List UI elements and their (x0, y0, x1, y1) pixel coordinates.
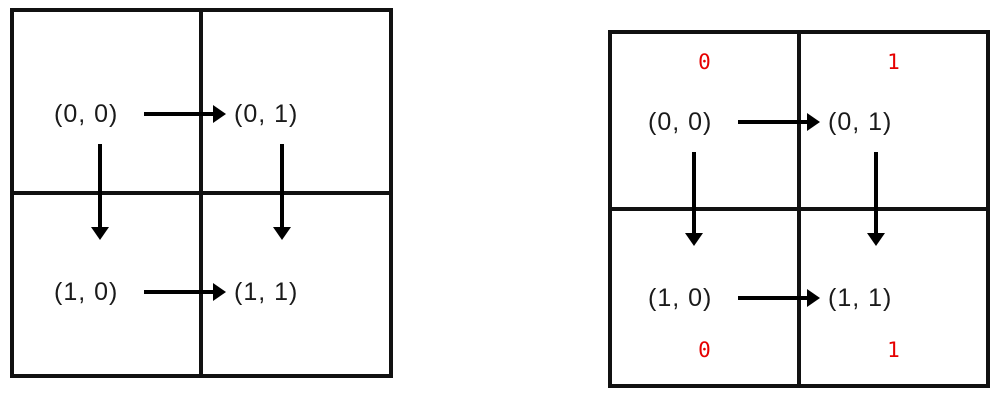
arrow-right-icon (738, 113, 820, 131)
arrow-down-icon (685, 152, 703, 246)
right-grid: 0 1 (0, 0) (0, 1) (1, 0) (1, 1) 0 1 (608, 30, 990, 388)
left-cell-1-0-label: (1, 0) (54, 278, 119, 306)
right-cell-0-0-label: (0, 0) (648, 108, 713, 136)
right-cell-1-0-value: 0 (698, 338, 711, 362)
arrow-right-icon (738, 289, 820, 307)
arrow-right-icon (144, 283, 226, 301)
right-grid-horizontal-divider (612, 207, 986, 211)
right-cell-0-0-value: 0 (698, 50, 711, 74)
right-cell-0-1-value: 1 (887, 50, 900, 74)
left-grid-horizontal-divider (14, 191, 389, 195)
left-grid: (0, 0) (0, 1) (1, 0) (1, 1) (10, 8, 393, 378)
arrow-right-icon (144, 105, 226, 123)
right-cell-1-0-label: (1, 0) (648, 284, 713, 312)
left-cell-0-1-label: (0, 1) (234, 100, 299, 128)
right-cell-0-1-label: (0, 1) (828, 108, 893, 136)
left-cell-1-1-label: (1, 1) (234, 278, 299, 306)
arrow-down-icon (867, 152, 885, 246)
right-cell-1-1-value: 1 (887, 338, 900, 362)
arrow-down-icon (273, 144, 291, 240)
right-cell-1-1-label: (1, 1) (828, 284, 893, 312)
left-cell-0-0-label: (0, 0) (54, 100, 119, 128)
arrow-down-icon (91, 144, 109, 240)
